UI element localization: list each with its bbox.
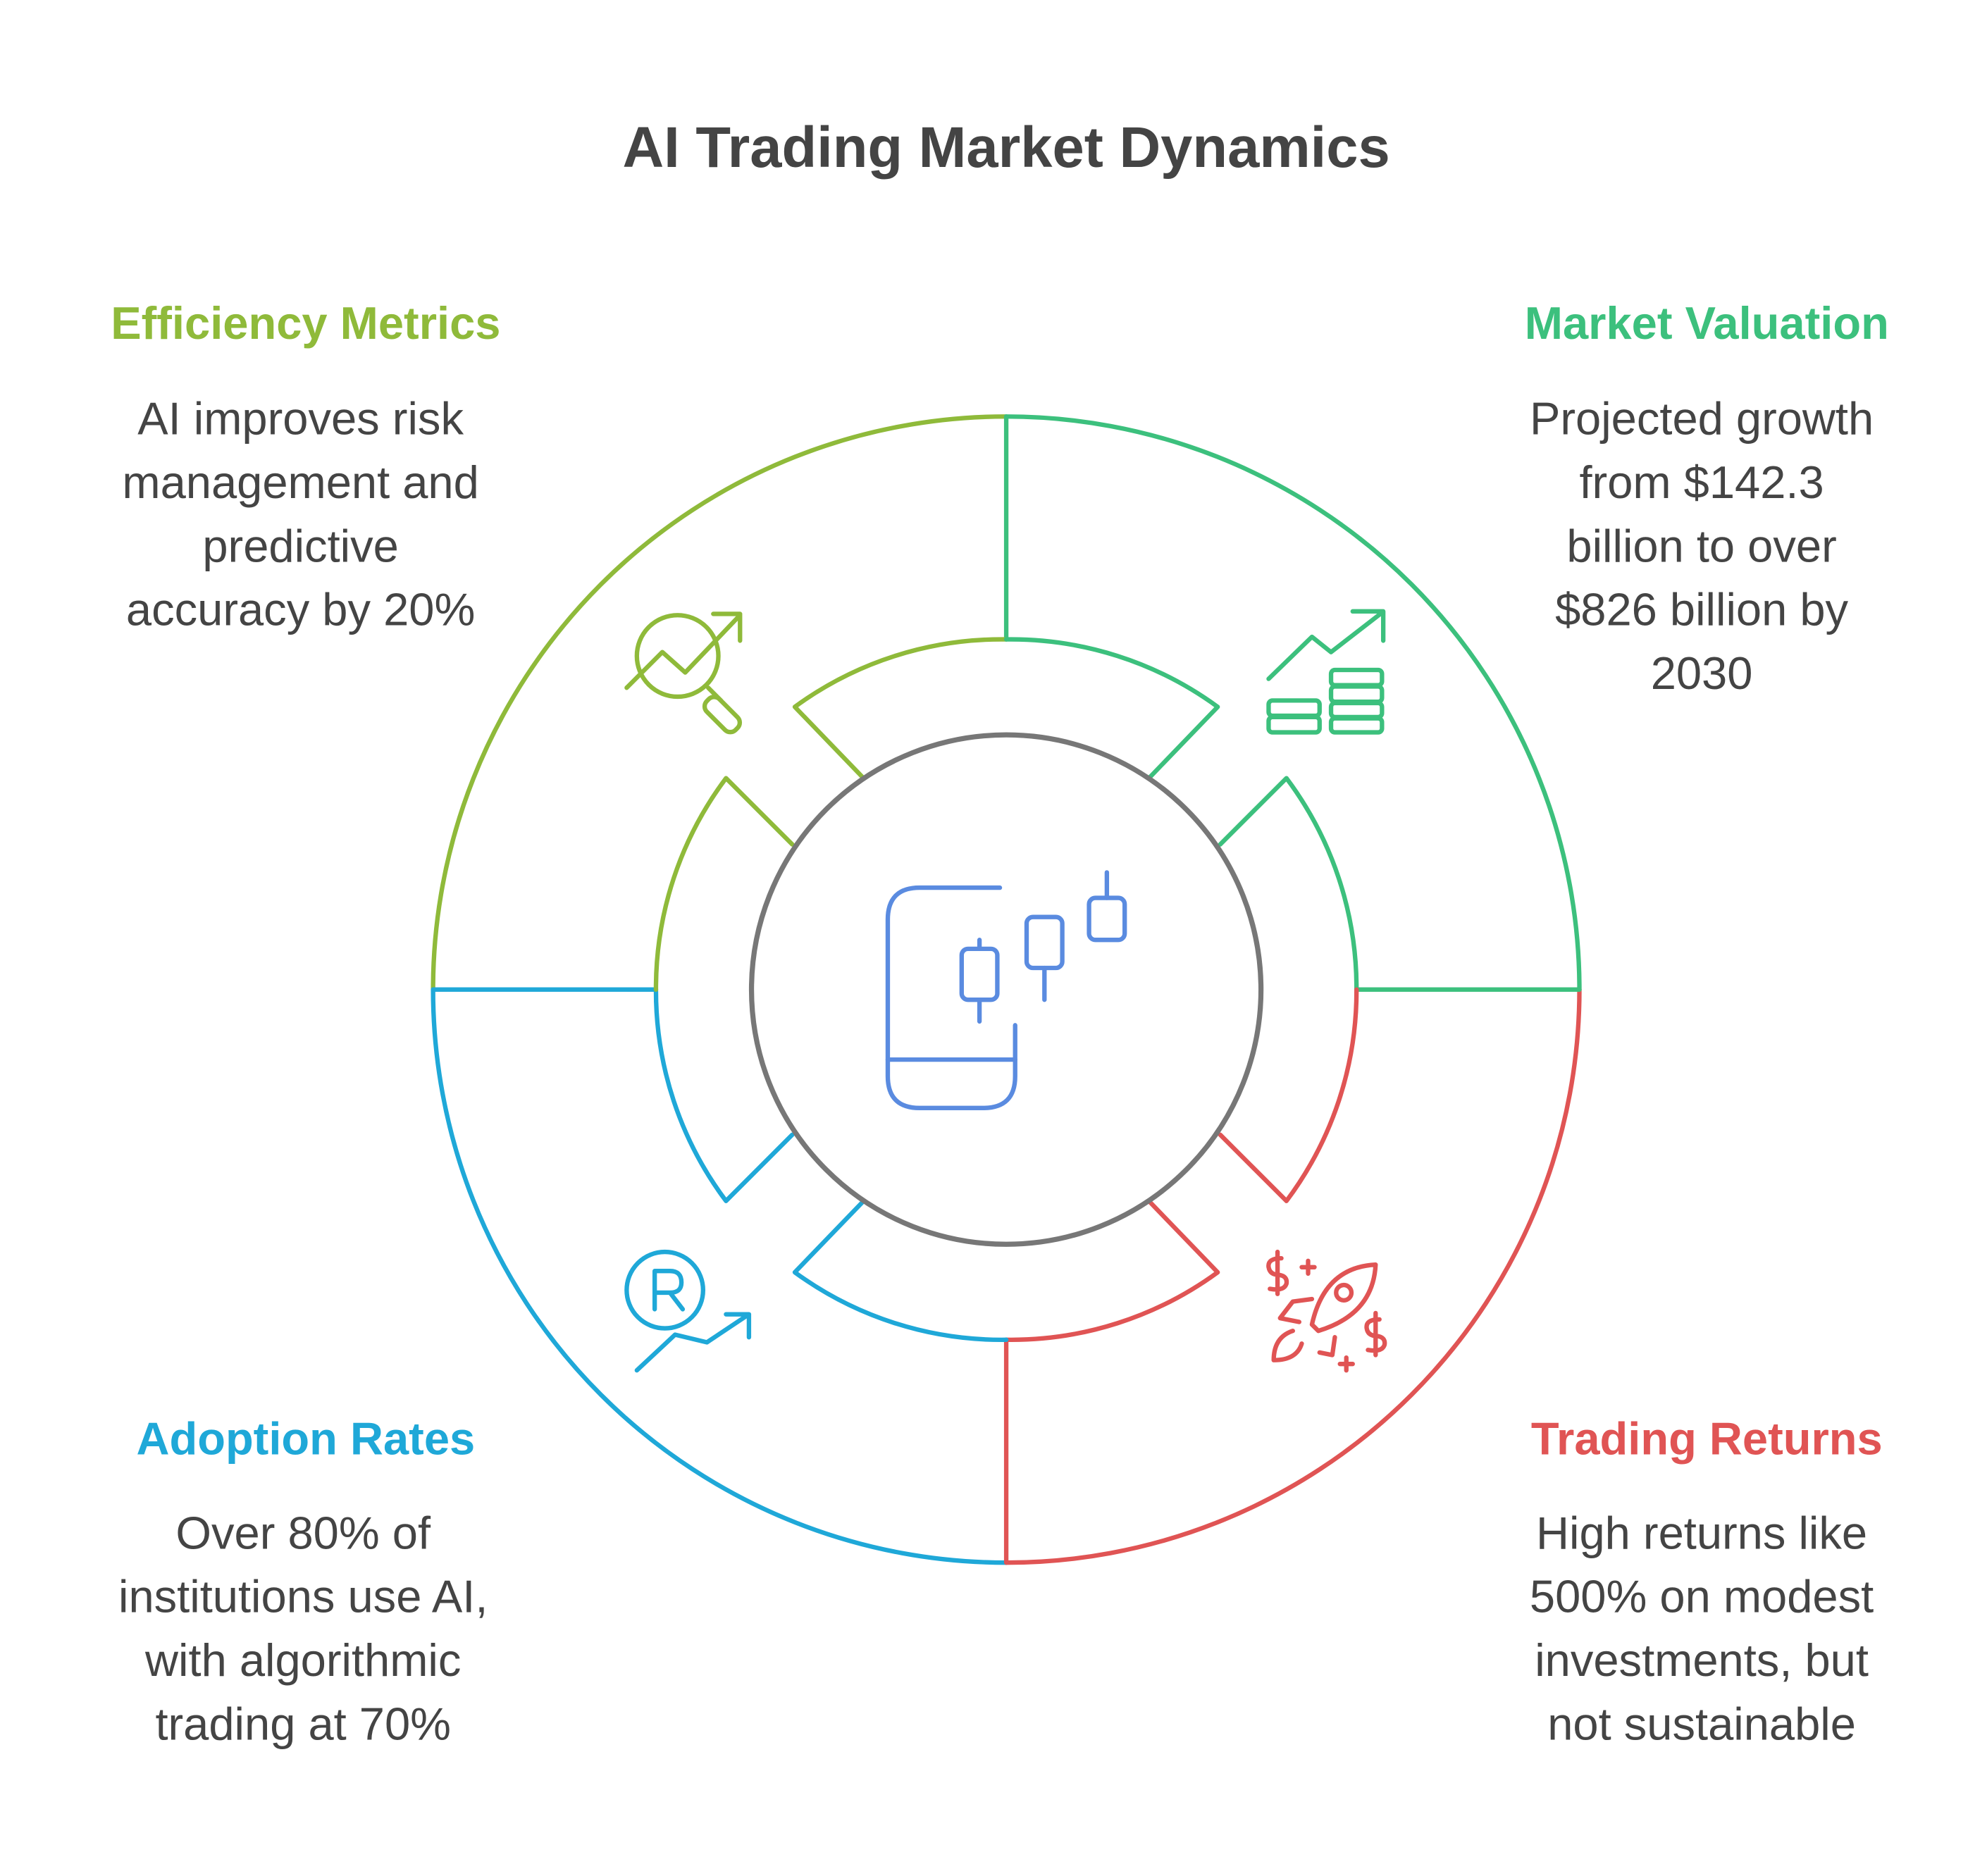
outer-arc-valuation bbox=[1003, 414, 1582, 992]
returns-heading: Trading Returns bbox=[1531, 1413, 1883, 1465]
inner-bottom-left bbox=[792, 1198, 1009, 1342]
efficiency-line: accuracy by 20% bbox=[126, 584, 475, 635]
returns-block: Trading Returns High returns like 500% o… bbox=[1530, 1413, 1883, 1750]
valuation-heading: Market Valuation bbox=[1525, 297, 1889, 349]
outer-arc-adoption bbox=[431, 987, 1009, 1565]
valuation-line: $826 billion by bbox=[1555, 584, 1848, 635]
returns-line: not sustainable bbox=[1547, 1698, 1856, 1749]
efficiency-line: AI improves risk bbox=[137, 393, 464, 445]
registered-trend-icon bbox=[624, 1249, 752, 1373]
magnifier-trend-icon bbox=[624, 611, 743, 735]
adoption-line: trading at 70% bbox=[155, 1698, 451, 1749]
outer-ring bbox=[431, 414, 1582, 1565]
valuation-line: billion to over bbox=[1566, 520, 1836, 571]
inner-segments bbox=[653, 637, 1359, 1342]
center-hub bbox=[748, 732, 1264, 1247]
efficiency-line: management and bbox=[122, 456, 478, 508]
inner-right-top bbox=[1218, 776, 1359, 992]
inner-left-bottom bbox=[653, 987, 795, 1203]
returns-line: 500% on modest bbox=[1530, 1571, 1874, 1622]
inner-left-top bbox=[653, 776, 795, 992]
returns-line: High returns like bbox=[1536, 1507, 1867, 1558]
inner-top-left bbox=[792, 637, 1009, 781]
outer-arc-returns bbox=[1003, 987, 1582, 1565]
page-title: AI Trading Market Dynamics bbox=[622, 116, 1389, 180]
efficiency-block: Efficiency Metrics AI improves risk mana… bbox=[111, 297, 500, 635]
adoption-block: Adoption Rates Over 80% of institutions … bbox=[118, 1413, 488, 1750]
inner-bottom-right bbox=[1003, 1198, 1220, 1342]
rocket-dollar-icon bbox=[1266, 1249, 1387, 1373]
valuation-line: Projected growth bbox=[1530, 393, 1874, 445]
coins-growth-icon bbox=[1266, 609, 1386, 735]
mobile-candlestick-icon bbox=[885, 870, 1127, 1110]
valuation-line: 2030 bbox=[1651, 647, 1753, 699]
valuation-line: from $142.3 bbox=[1579, 456, 1824, 508]
adoption-line: Over 80% of bbox=[175, 1507, 431, 1558]
inner-top-right bbox=[1003, 637, 1220, 781]
inner-right-bottom bbox=[1218, 987, 1359, 1203]
valuation-block: Market Valuation Projected growth from $… bbox=[1525, 297, 1889, 699]
efficiency-line: predictive bbox=[202, 520, 398, 571]
adoption-line: institutions use AI, bbox=[118, 1571, 488, 1622]
outer-arc-efficiency bbox=[431, 414, 1009, 992]
returns-line: investments, but bbox=[1535, 1634, 1869, 1686]
efficiency-heading: Efficiency Metrics bbox=[111, 297, 500, 349]
adoption-line: with algorithmic bbox=[144, 1634, 461, 1686]
adoption-heading: Adoption Rates bbox=[136, 1413, 475, 1465]
